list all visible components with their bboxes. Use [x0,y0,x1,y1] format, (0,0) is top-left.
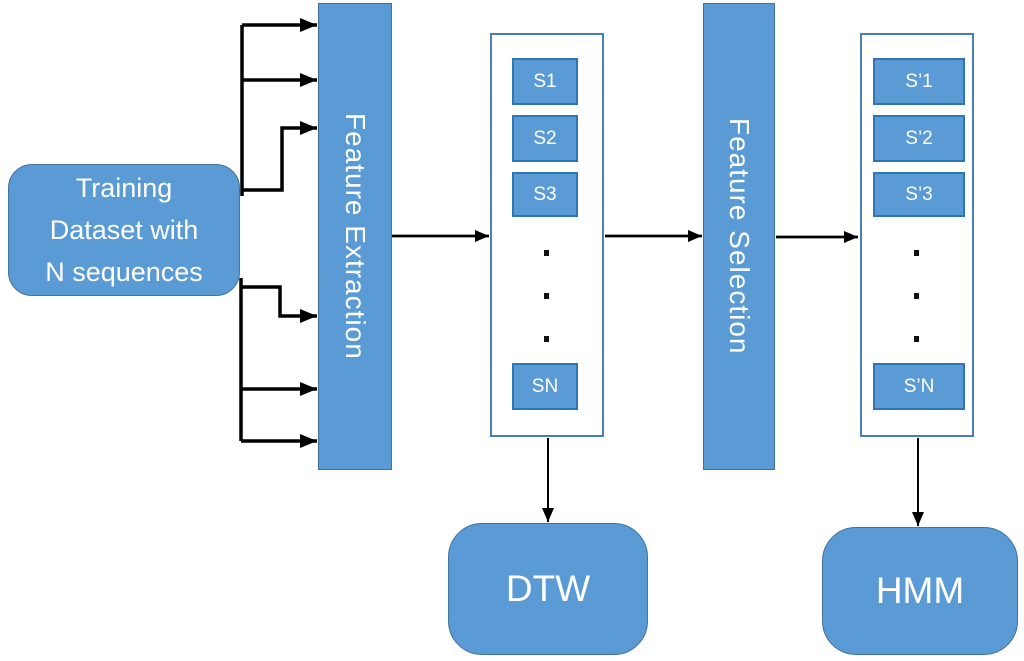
sequence-item-s2: S2 [512,115,578,162]
connector-branch-4 [241,285,317,323]
selected-sequence-list: S’1 S’2 S’3 S’N [860,33,974,437]
feature-selection-bar: Feature Selection [703,3,775,470]
feature-extraction-label: Feature Extraction [340,113,371,360]
hmm-node: HMM [822,527,1018,655]
selected-item-sn: S’N [873,363,965,410]
dtw-node: DTW [448,523,648,655]
selected-item-s2: S’2 [873,115,965,162]
connector-branch-3 [242,121,317,192]
selected-item-s3: S’3 [873,172,965,217]
pipeline-connectors [392,230,858,243]
selected-item-s1: S’1 [873,58,965,105]
training-dataset-label-line2: Dataset with [49,215,199,245]
feature-selection-label: Feature Selection [724,118,755,355]
ellipsis-dot [914,293,919,299]
ellipsis-dot [544,250,549,256]
training-dataset-node: Training Dataset with N sequences [8,164,240,296]
ellipsis-dot [914,250,919,256]
extracted-sequence-list: S1 S2 S3 SN [490,33,604,437]
hmm-label: HMM [875,570,965,611]
ellipsis-dot [914,336,919,342]
dtw-label: DTW [505,568,591,609]
training-dataset-label-line1: Training [75,173,173,203]
sequence-item-sn: SN [512,363,578,410]
training-dataset-label-line3: N sequences [45,257,203,287]
fan-out-connectors [239,18,317,448]
sequence-item-s1: S1 [512,58,578,105]
ellipsis-dots [544,250,550,342]
sequence-item-s3: S3 [512,172,578,217]
ellipsis-dots [914,250,920,342]
feature-extraction-bar: Feature Extraction [318,3,392,470]
ellipsis-dot [544,293,549,299]
ellipsis-dot [544,336,549,342]
